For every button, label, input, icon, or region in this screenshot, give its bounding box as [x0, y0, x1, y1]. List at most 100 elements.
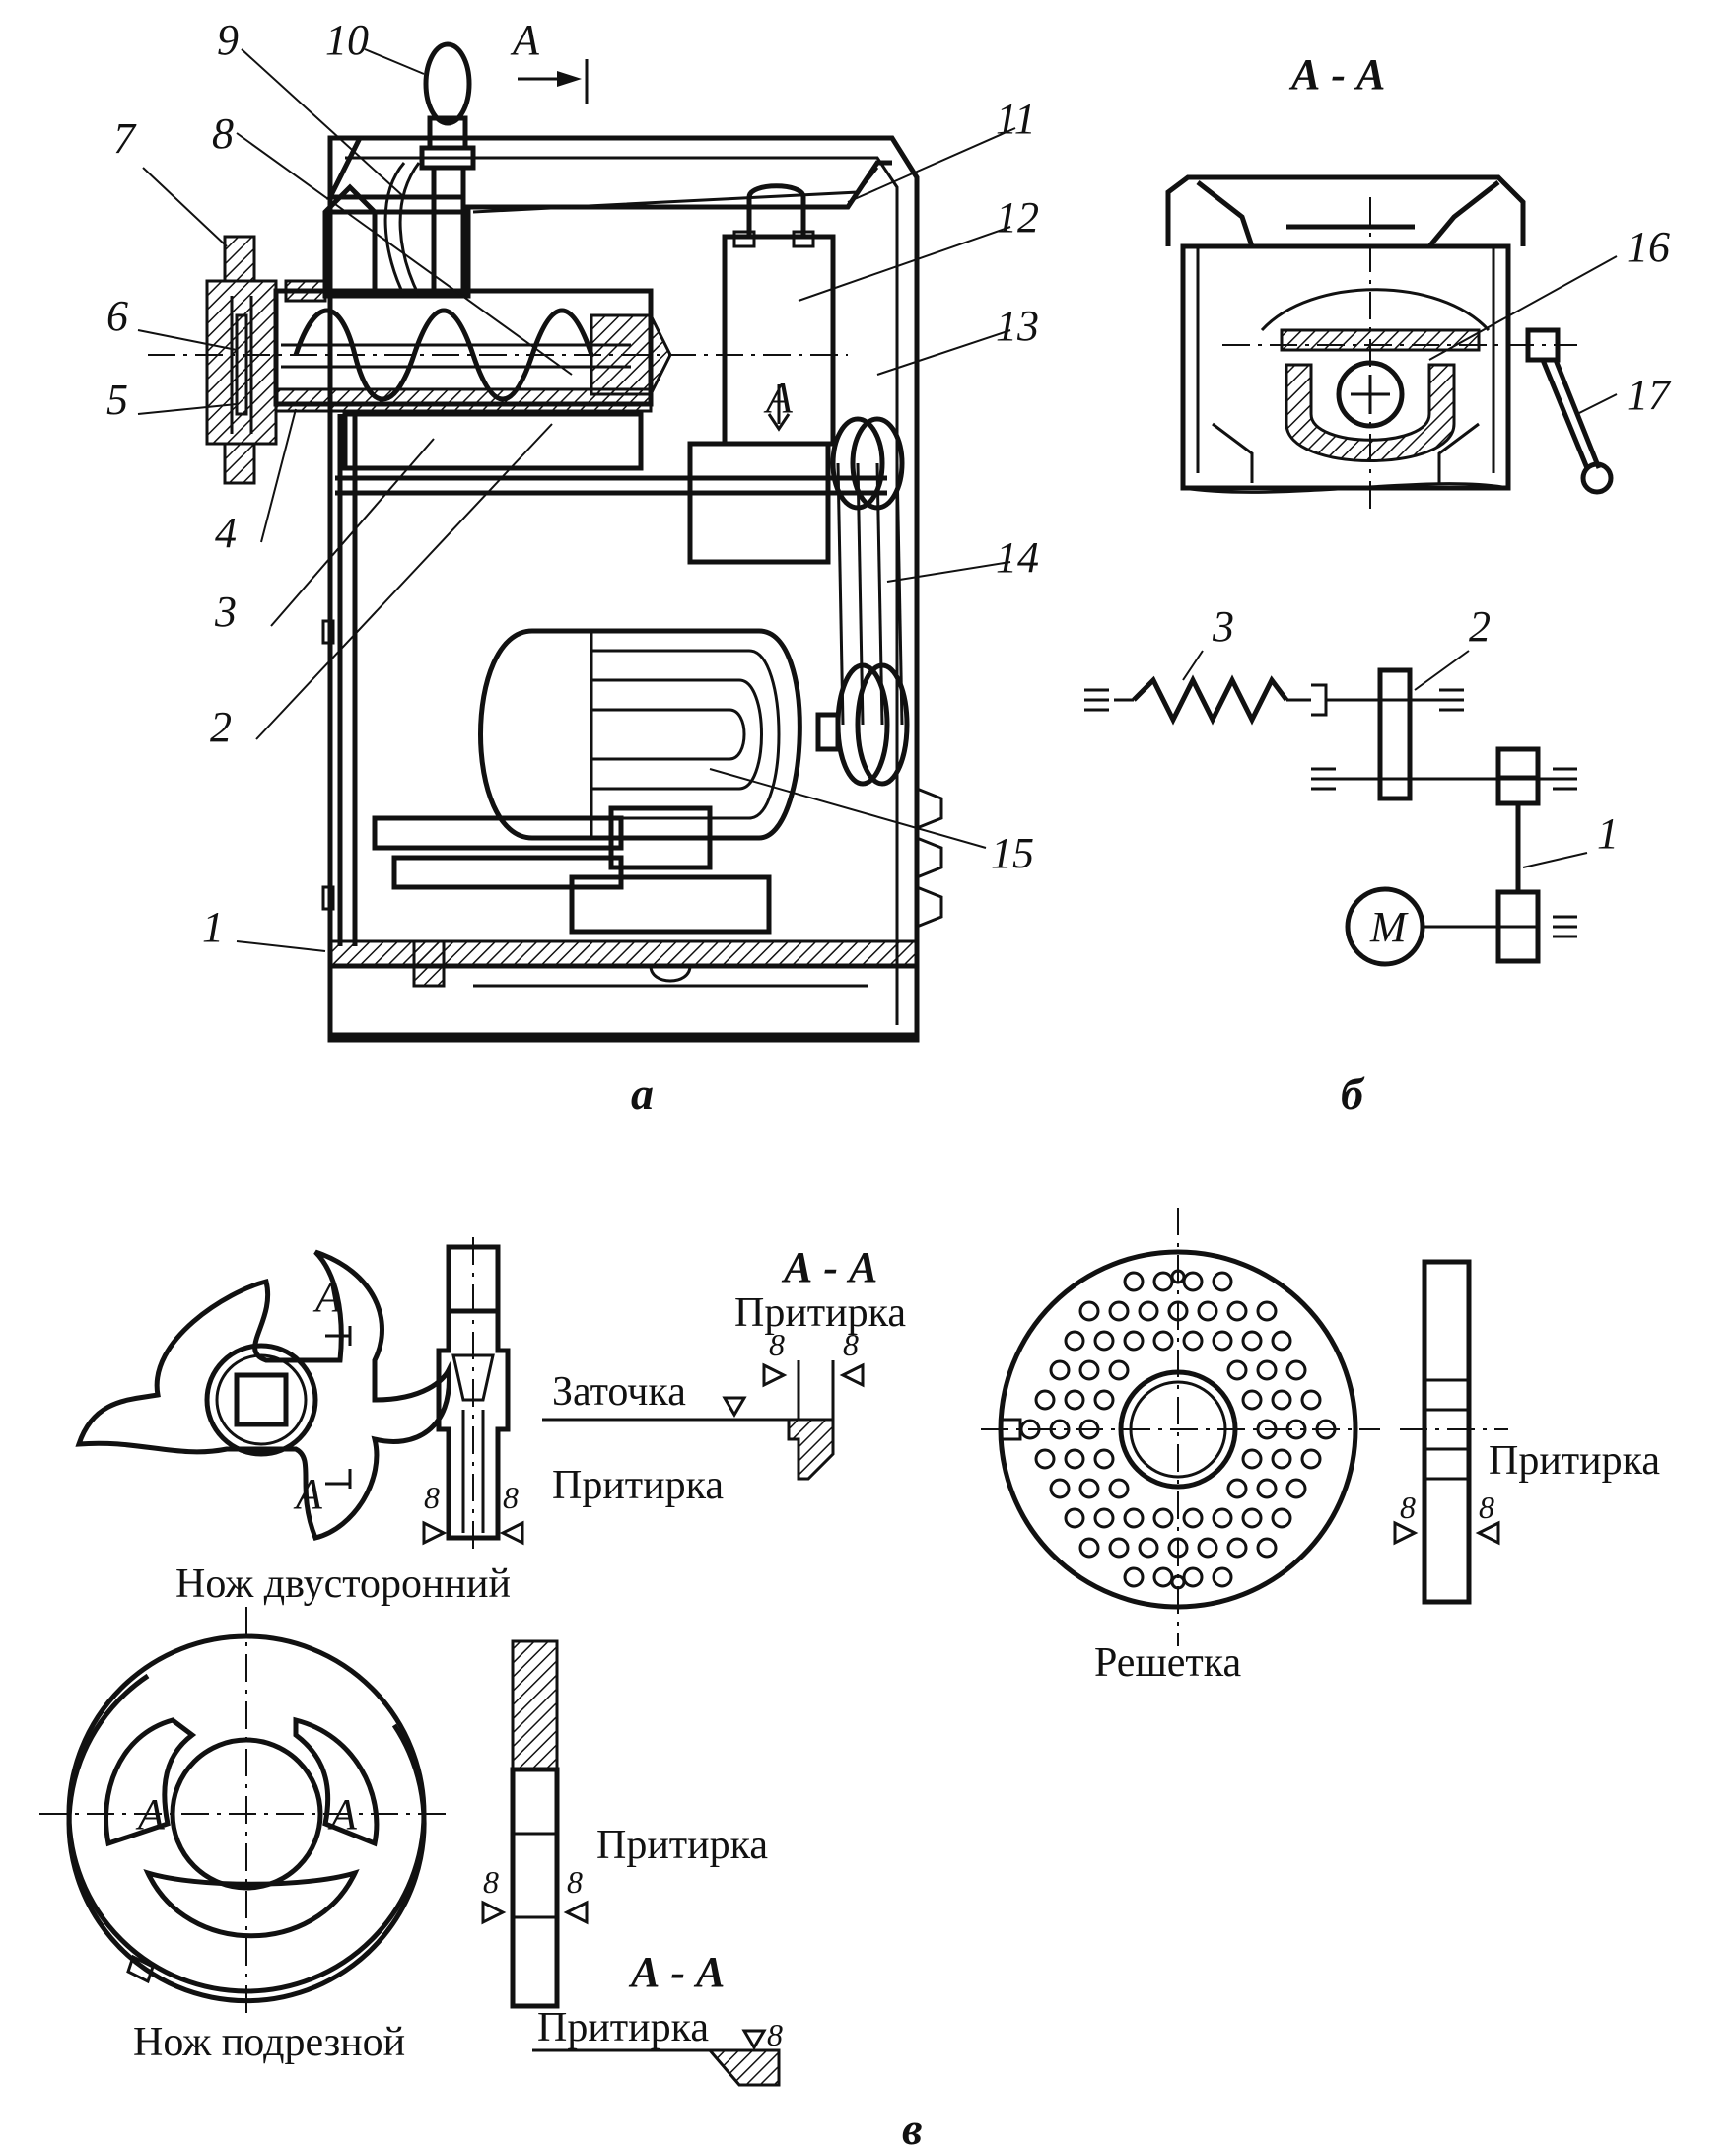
grid-hole — [1197, 1300, 1218, 1322]
undercut-knife-section-mark-left: А — [135, 1790, 166, 1838]
double-knife-section-mark-top: А — [312, 1273, 343, 1321]
inner-arrow-label: А — [763, 374, 794, 422]
grid-hole — [1256, 1359, 1278, 1381]
belt-drive — [830, 416, 910, 787]
callout-5: 5 — [106, 376, 128, 424]
kinematic-label-2: 2 — [1469, 602, 1491, 651]
grid-hole — [1182, 1330, 1204, 1352]
grid-hole — [1064, 1507, 1085, 1529]
grid-hole — [1256, 1419, 1278, 1440]
undercut-knife-title: Нож подрезной — [133, 2020, 405, 2065]
grid-hole — [1123, 1507, 1145, 1529]
grid-hole — [1241, 1389, 1263, 1411]
caption-b: б — [1341, 1069, 1365, 1119]
grid-hole — [1078, 1419, 1100, 1440]
grid-hole — [1138, 1537, 1159, 1559]
undercut-knife-section-title: А - А — [628, 1948, 725, 1996]
grid-hole — [1271, 1330, 1292, 1352]
double-knife-roughness-right: 8 — [503, 1480, 519, 1515]
grid-hole — [1093, 1389, 1115, 1411]
grid-hole — [1256, 1300, 1278, 1322]
grid-hole — [1108, 1537, 1130, 1559]
leader-lines — [137, 48, 1016, 952]
callout-12: 12 — [996, 193, 1039, 242]
grid-hole — [1212, 1330, 1233, 1352]
double-knife-roughness-left: 8 — [424, 1480, 440, 1515]
undercut-knife-roughness-right: 8 — [567, 1864, 583, 1900]
grid-hole — [1197, 1537, 1218, 1559]
grid-hole — [1300, 1389, 1322, 1411]
callout-13: 13 — [996, 302, 1039, 350]
grid-hole — [1138, 1300, 1159, 1322]
double-knife-section-title: А - А — [781, 1243, 877, 1291]
grid-hole — [1182, 1566, 1204, 1588]
grid-hole — [1241, 1507, 1263, 1529]
double-knife-title: Нож двусторонний — [175, 1561, 511, 1607]
grid-roughness-right: 8 — [1479, 1490, 1494, 1525]
callout-7: 7 — [113, 114, 137, 163]
grid-plate-front-view — [981, 1208, 1380, 1646]
pusher — [419, 41, 476, 299]
double-knife-section: А - А Притирка Заточка Притирка 8 8 — [542, 1243, 906, 1508]
grid-hole — [1078, 1359, 1100, 1381]
grid-hole — [1182, 1271, 1204, 1292]
grid-hole — [1152, 1271, 1174, 1292]
callout-3: 3 — [214, 588, 237, 636]
callout-1: 1 — [202, 903, 224, 951]
kinematic-label-1: 1 — [1597, 809, 1619, 858]
base — [327, 939, 920, 1043]
grid-hole — [1241, 1448, 1263, 1470]
undercut-knife-section-roughness: 8 — [767, 2017, 783, 2052]
grid-hole — [1093, 1448, 1115, 1470]
grid-hole — [1271, 1507, 1292, 1529]
grid-hole — [1152, 1507, 1174, 1529]
grid-hole — [1226, 1478, 1248, 1499]
grid-hole — [1167, 1300, 1189, 1322]
grid-hole — [1064, 1448, 1085, 1470]
callout-2: 2 — [210, 703, 232, 751]
grid-hole — [1226, 1300, 1248, 1322]
sharpening-label: Заточка — [552, 1369, 686, 1415]
double-knife-lapping-top: Притирка — [734, 1290, 906, 1336]
undercut-knife-roughness-left: 8 — [483, 1864, 499, 1900]
double-knife-section-mark-bottom: А — [293, 1470, 323, 1518]
callout-14: 14 — [996, 533, 1039, 582]
grid-hole — [1285, 1419, 1307, 1440]
grid-hole — [1049, 1359, 1071, 1381]
kinematic-label-3: 3 — [1212, 602, 1234, 651]
callout-9: 9 — [217, 16, 239, 64]
callout-6: 6 — [106, 292, 128, 340]
grid-hole — [1034, 1448, 1056, 1470]
callout-17: 17 — [1627, 371, 1672, 419]
grid-hole — [1123, 1566, 1145, 1588]
grid-hole — [1078, 1537, 1100, 1559]
figure-b-section: А - А 16 17 — [1084, 50, 1672, 1119]
callout-16: 16 — [1627, 223, 1670, 271]
grid-hole — [1182, 1507, 1204, 1529]
grid-hole — [1123, 1271, 1145, 1292]
callout-10: 10 — [325, 16, 369, 64]
grid-hole — [1093, 1330, 1115, 1352]
grid-hole — [1108, 1300, 1130, 1322]
grid-hole — [1078, 1478, 1100, 1499]
grid-hole — [1285, 1478, 1307, 1499]
undercut-knife-section-mark-right: А — [327, 1790, 358, 1838]
grid-hole — [1019, 1419, 1041, 1440]
grid-roughness-left: 8 — [1400, 1490, 1416, 1525]
double-knife-section-roughness-right: 8 — [843, 1327, 859, 1362]
grid-hole — [1271, 1448, 1292, 1470]
worm-housing — [273, 279, 672, 413]
kinematic-scheme: М 3 2 1 — [1084, 602, 1619, 967]
double-knife-front-view: А А — [75, 1249, 451, 1541]
housing-outline — [327, 135, 920, 1038]
grid-hole — [1226, 1359, 1248, 1381]
grid-hole — [1315, 1419, 1337, 1440]
grid-hole — [1064, 1330, 1085, 1352]
grid-title: Решетка — [1094, 1640, 1242, 1686]
grid-hole — [1285, 1359, 1307, 1381]
grid-hole — [1152, 1566, 1174, 1588]
callout-15: 15 — [991, 829, 1034, 877]
undercut-knife-front-view: А А — [39, 1607, 453, 2021]
grid-hole — [1108, 1478, 1130, 1499]
